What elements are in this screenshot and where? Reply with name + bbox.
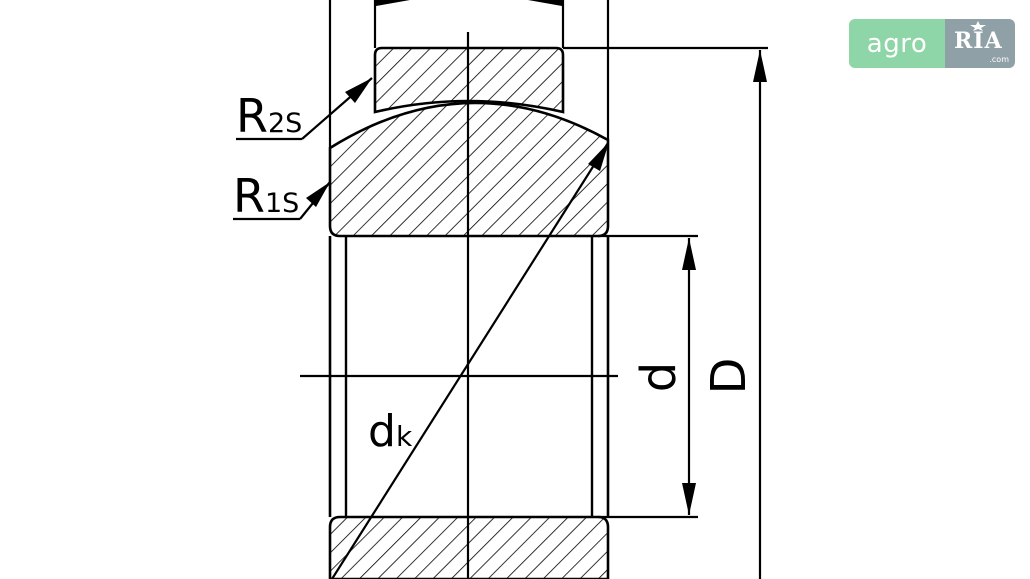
logo-ria-domain: .com xyxy=(989,55,1009,64)
r2s-main: R xyxy=(236,89,268,143)
r1s-main: R xyxy=(233,169,265,223)
r2s-subscript: 2S xyxy=(268,108,302,139)
d-dimension-arrow-bottom xyxy=(682,483,696,515)
logo-ria-block: RIA .com xyxy=(945,19,1015,68)
d-dimension-arrow-top xyxy=(682,238,696,270)
top-dimension-arrow-left xyxy=(376,0,410,6)
logo-ria-text: RIA xyxy=(954,28,1003,54)
logo-agro-text: agro xyxy=(866,28,928,59)
r1s-arrow xyxy=(306,182,330,207)
D-label: D xyxy=(701,358,757,395)
r2s-arrow xyxy=(345,78,372,103)
dk-subscript: k xyxy=(396,420,413,453)
r1s-subscript: 1S xyxy=(265,188,299,219)
ria-star-icon xyxy=(970,21,986,31)
dk-main: d xyxy=(368,406,396,457)
dk-diameter-line xyxy=(331,142,609,579)
agroria-logo[interactable]: agro RIA .com xyxy=(849,19,1015,68)
D-dimension-arrow xyxy=(753,50,767,82)
dk-arrow xyxy=(588,142,609,171)
d-label: d xyxy=(631,362,687,392)
r2s-label: R2S xyxy=(236,89,302,143)
dk-label: dk xyxy=(368,406,413,457)
r1s-label: R1S xyxy=(233,169,299,223)
logo-agro-block: agro xyxy=(849,19,945,68)
top-dimension-arrow-right xyxy=(528,0,562,6)
